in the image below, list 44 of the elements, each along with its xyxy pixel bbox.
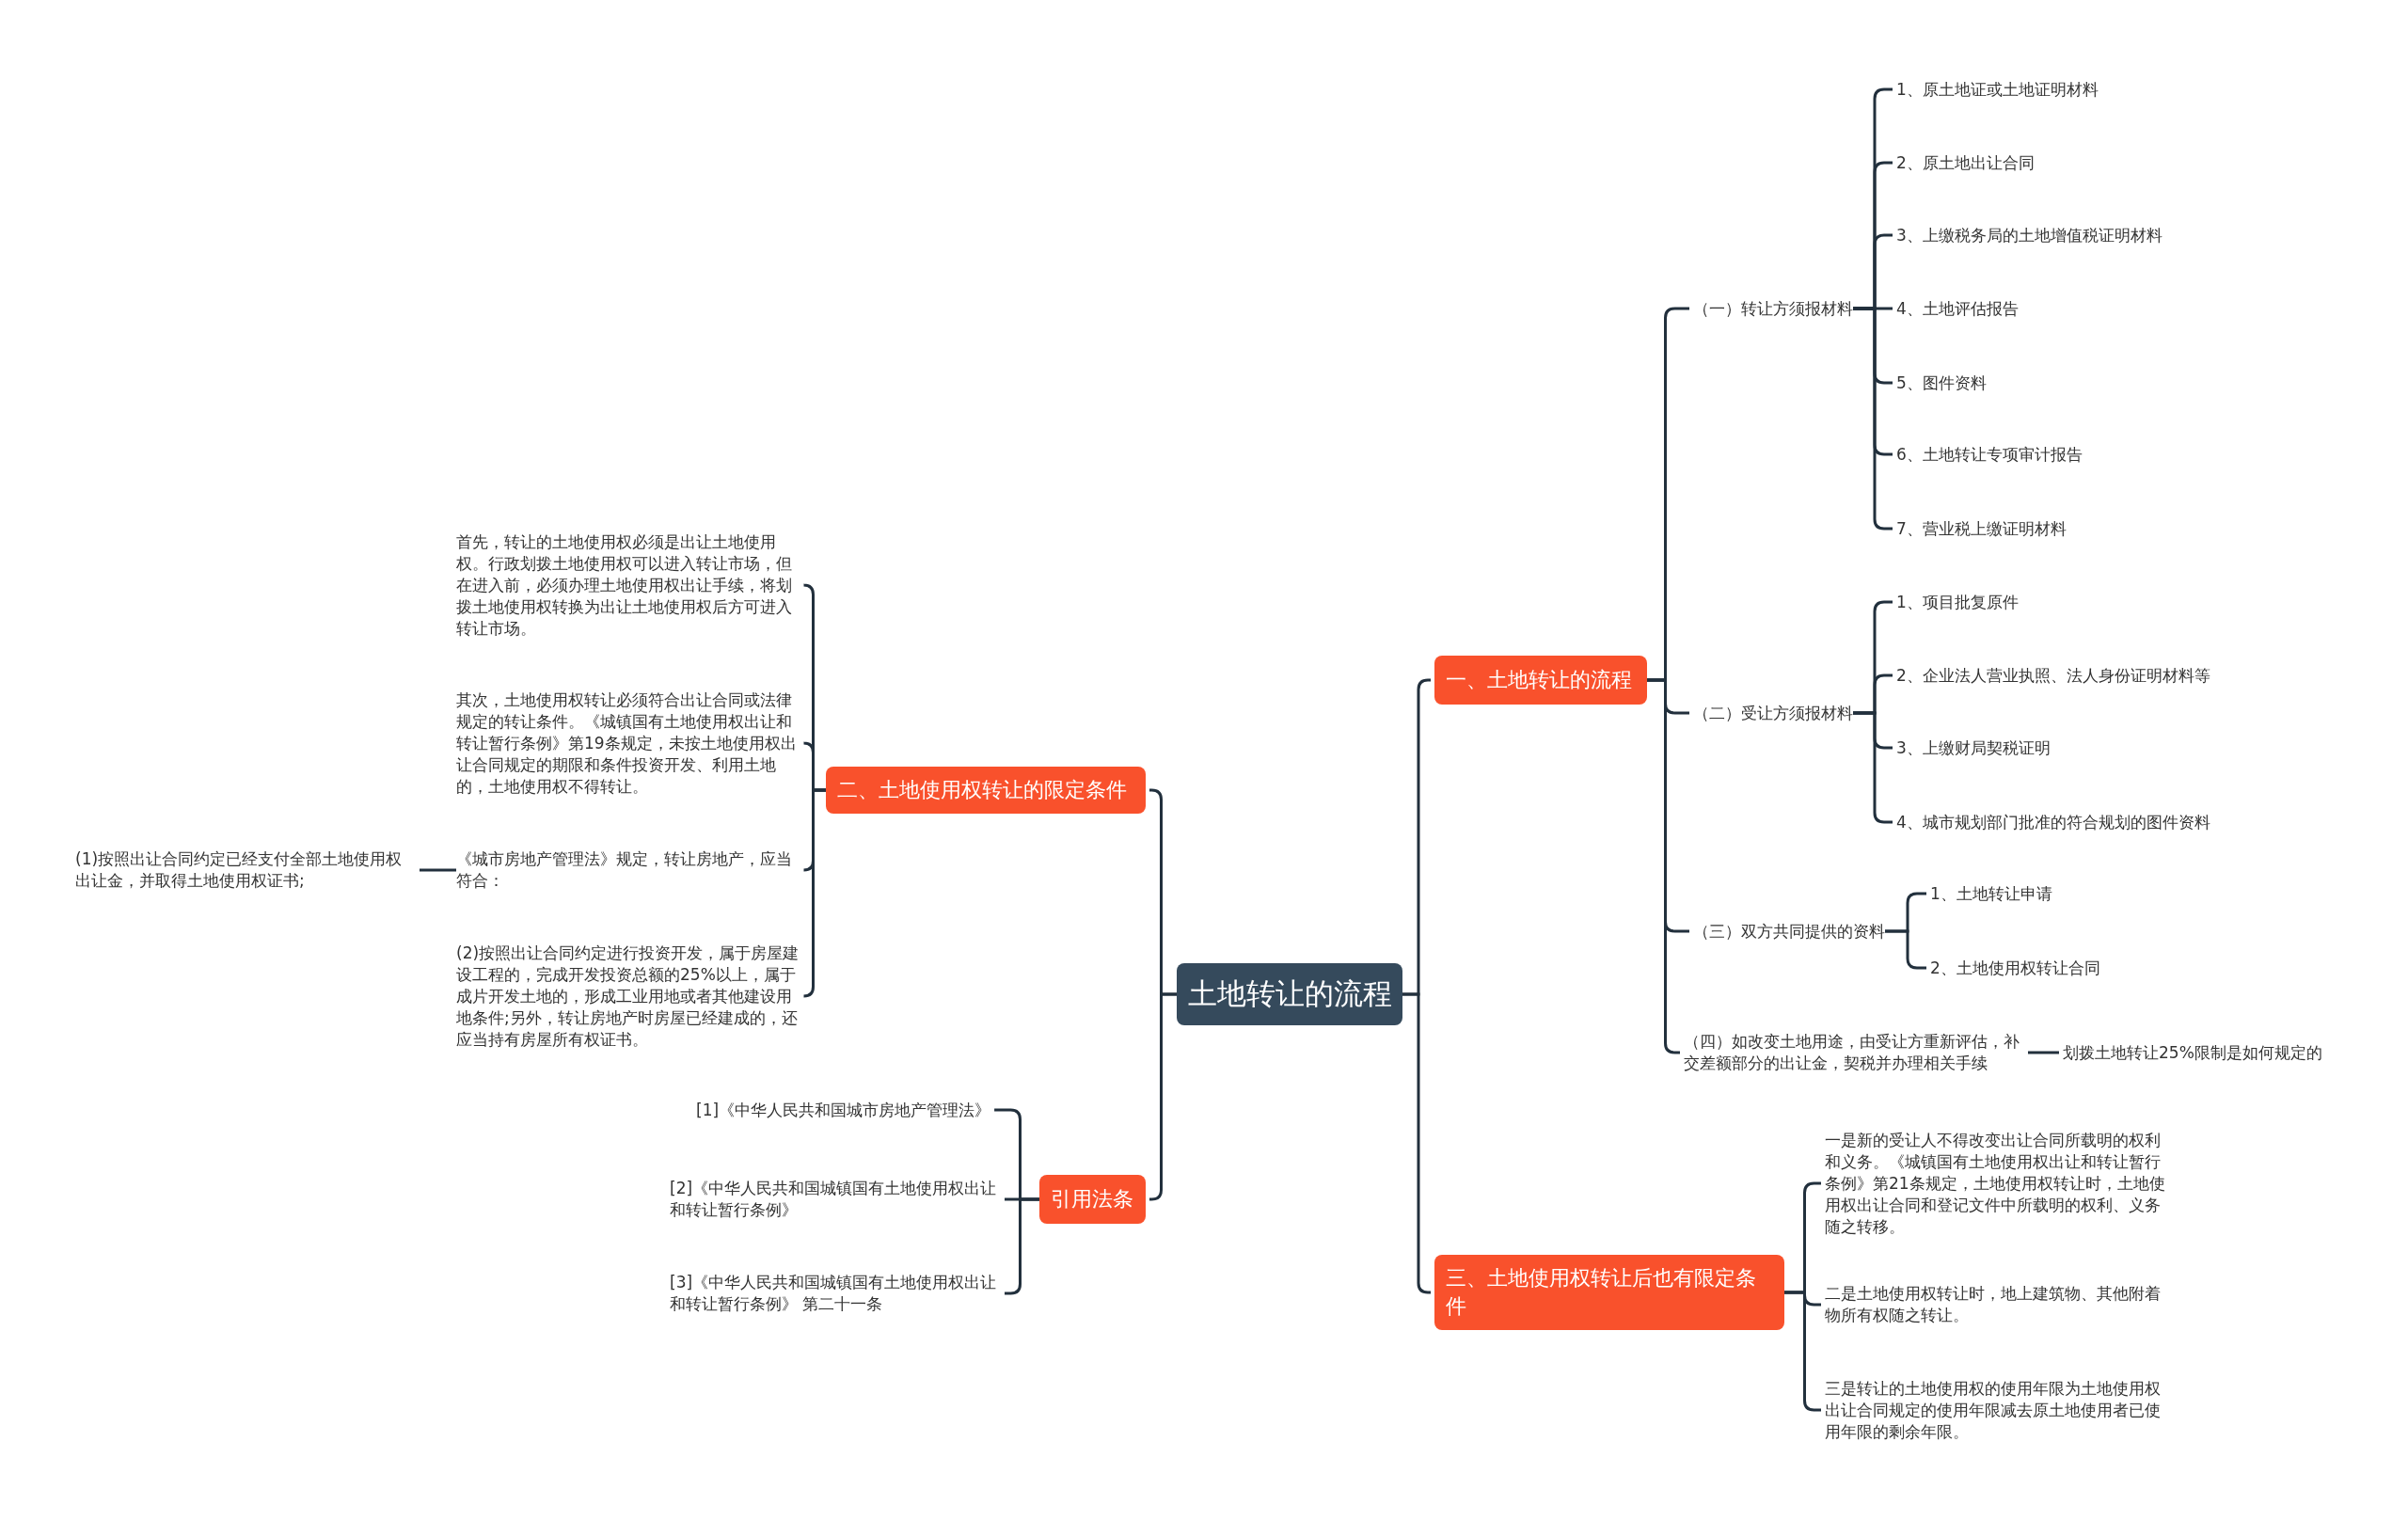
root-topic-box xyxy=(1177,963,1402,1025)
topic-text: 一是新的受让人不得改变出让合同所载明的权利和义务。《城镇国有土地使用权出让和转让暂行条例》第21条规定，土地使用权转让时，土地使用权出让合同和登记文件中所载明的权利、义务随之转移。 xyxy=(1825,1129,2169,1238)
topic-text: 2、原土地出让合同 xyxy=(1896,151,2035,174)
topic-title: 土地转让的流程 xyxy=(1187,975,1392,1012)
topic-text: 《城市房地产管理法》规定，转让房地产，应当符合： xyxy=(456,848,800,892)
topic-text: 4、城市规划部门批准的符合规划的图件资料 xyxy=(1896,811,2210,833)
topic-text: 1、原土地证或土地证明材料 xyxy=(1896,78,2099,101)
topic-text: 首先，转让的土地使用权必须是出让土地使用权。行政划拨土地使用权可以进入转让市场，但在进入前，必须办理土地使用权出让手续，将划拨土地使用权转换为出让土地使用权后方可进入转让市场。 xyxy=(456,531,800,640)
topic-title: 三、土地使用权转让后也有限定条件 xyxy=(1446,1265,1757,1320)
branch-topic-box xyxy=(1434,656,1647,705)
connector-line xyxy=(2028,1051,2059,1054)
topic-text: 3、上缴财局契税证明 xyxy=(1896,737,2051,759)
topic-text: 5、图件资料 xyxy=(1896,372,1987,394)
connector-line xyxy=(1885,929,1926,970)
topic-text: [2]《中华人民共和国城镇国有土地使用权出让和转让暂行条例》 xyxy=(670,1178,1001,1221)
topic-text: 2、土地使用权转让合同 xyxy=(1930,957,2100,979)
topic-text: [1]《中华人民共和国城市房地产管理法》 xyxy=(696,1099,991,1121)
topic-text: 1、项目批复原件 xyxy=(1896,591,2019,613)
topic-text: (2)按照出让合同约定进行投资开发，属于房屋建设工程的，完成开发投资总额的25%以上，属于成片开发土地的，形成工业用地或者其他建设用地条件;另外，转让房地产时房屋已经建成的，还应当持有房屋所有权证书。 xyxy=(456,942,800,1051)
connector-line xyxy=(802,788,826,998)
topic-text: 划拨土地转让25%限制是如何规定的 xyxy=(2063,1041,2322,1064)
connector-line xyxy=(420,868,456,872)
topic-text: 4、土地评估报告 xyxy=(1896,297,2019,320)
topic-text: 三是转让的土地使用权的使用年限为土地使用权出让合同规定的使用年限减去原土地使用者已使用年限的剩余年限。 xyxy=(1825,1377,2169,1443)
branch-topic-box xyxy=(1039,1175,1146,1224)
topic-text: 其次，土地使用权转让必须符合出让合同或法律规定的转让条件。《城镇国有土地使用权出让和转让暂行条例》第19条规定，未按土地使用权出让合同规定的期限和条件投资开发、利用土地的，土地使用权不得转让。 xyxy=(456,689,800,798)
connector-line xyxy=(1149,992,1177,1201)
topic-text: 7、营业税上缴证明材料 xyxy=(1896,517,2067,540)
topic-text: [3]《中华人民共和国城镇国有土地使用权出让和转让暂行条例》 第二十一条 xyxy=(670,1272,1001,1315)
topic-text: （二）受让方须报材料 xyxy=(1693,702,1853,724)
topic-text: （三）双方共同提供的资料 xyxy=(1693,920,1885,943)
topic-text: （一）转让方须报材料 xyxy=(1693,297,1853,320)
topic-title: 一、土地转让的流程 xyxy=(1446,667,1632,694)
topic-text: 二是土地使用权转让时，地上建筑物、其他附着物所有权随之转让。 xyxy=(1825,1283,2169,1326)
topic-text: （四）如改变土地用途，由受让方重新评估，补交差额部分的出让金，契税并办理相关手续 xyxy=(1684,1031,2028,1074)
topic-text: 1、土地转让申请 xyxy=(1930,882,2052,905)
topic-text: 2、企业法人营业执照、法人身份证明材料等 xyxy=(1896,664,2210,687)
topic-title: 引用法条 xyxy=(1051,1186,1133,1213)
branch-topic-box xyxy=(1434,1255,1784,1330)
topic-text: 6、土地转让专项审计报告 xyxy=(1896,443,2083,466)
topic-text: (1)按照出让合同约定已经支付全部土地使用权出让金，并取得土地使用权证书; xyxy=(75,848,416,892)
topic-text: 3、上缴税务局的土地增值税证明材料 xyxy=(1896,224,2162,246)
branch-topic-box xyxy=(826,767,1146,814)
topic-title: 二、土地使用权转让的限定条件 xyxy=(837,777,1127,804)
